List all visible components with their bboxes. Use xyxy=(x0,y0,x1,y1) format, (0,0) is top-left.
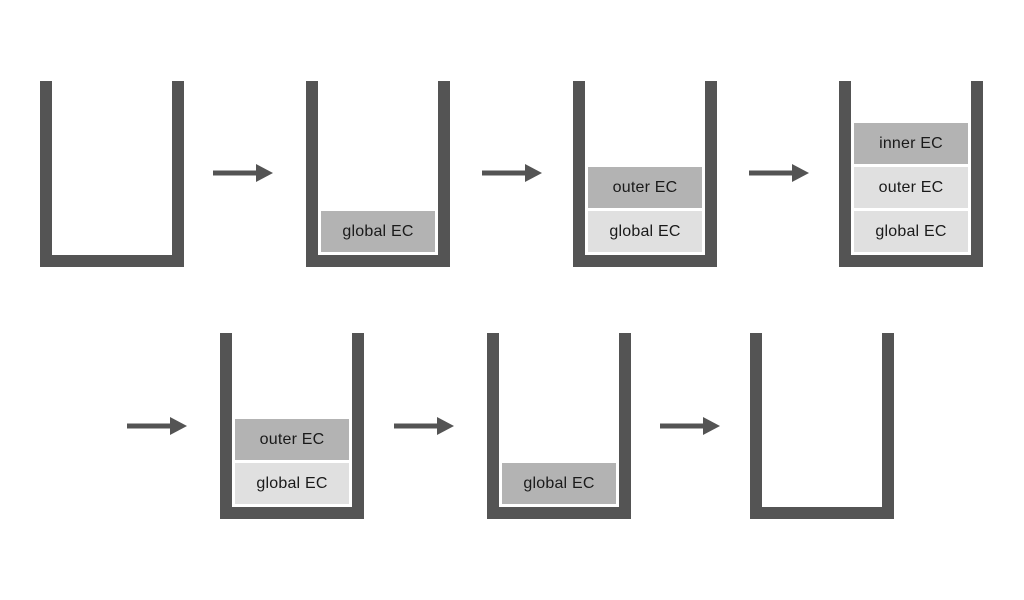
stack-well xyxy=(762,333,882,507)
stack-well: inner EC outer EC global EC xyxy=(851,81,971,255)
stack-step-5: outer EC global EC xyxy=(220,333,364,519)
stack-step-7 xyxy=(750,333,894,519)
stack-step-3: outer EC global EC xyxy=(573,81,717,267)
stack-step-6: global EC xyxy=(487,333,631,519)
arrow-right-icon xyxy=(127,417,187,435)
stack-well xyxy=(52,81,172,255)
ec-block-global: global EC xyxy=(235,463,349,504)
stack-step-4: inner EC outer EC global EC xyxy=(839,81,983,267)
ec-block-outer: outer EC xyxy=(854,167,968,208)
ec-block-global: global EC xyxy=(502,463,616,504)
ec-block-global: global EC xyxy=(588,211,702,252)
stack-well: global EC xyxy=(318,81,438,255)
stack-well: global EC xyxy=(499,333,619,507)
ec-block-global: global EC xyxy=(321,211,435,252)
ec-block-global: global EC xyxy=(854,211,968,252)
stack-well: outer EC global EC xyxy=(585,81,705,255)
arrow-right-icon xyxy=(213,164,273,182)
stack-step-2: global EC xyxy=(306,81,450,267)
arrow-right-icon xyxy=(660,417,720,435)
arrow-right-icon xyxy=(749,164,809,182)
ec-block-inner: inner EC xyxy=(854,123,968,164)
arrow-right-icon xyxy=(482,164,542,182)
ec-block-outer: outer EC xyxy=(588,167,702,208)
stack-step-1 xyxy=(40,81,184,267)
arrow-right-icon xyxy=(394,417,454,435)
ec-block-outer: outer EC xyxy=(235,419,349,460)
stack-well: outer EC global EC xyxy=(232,333,352,507)
